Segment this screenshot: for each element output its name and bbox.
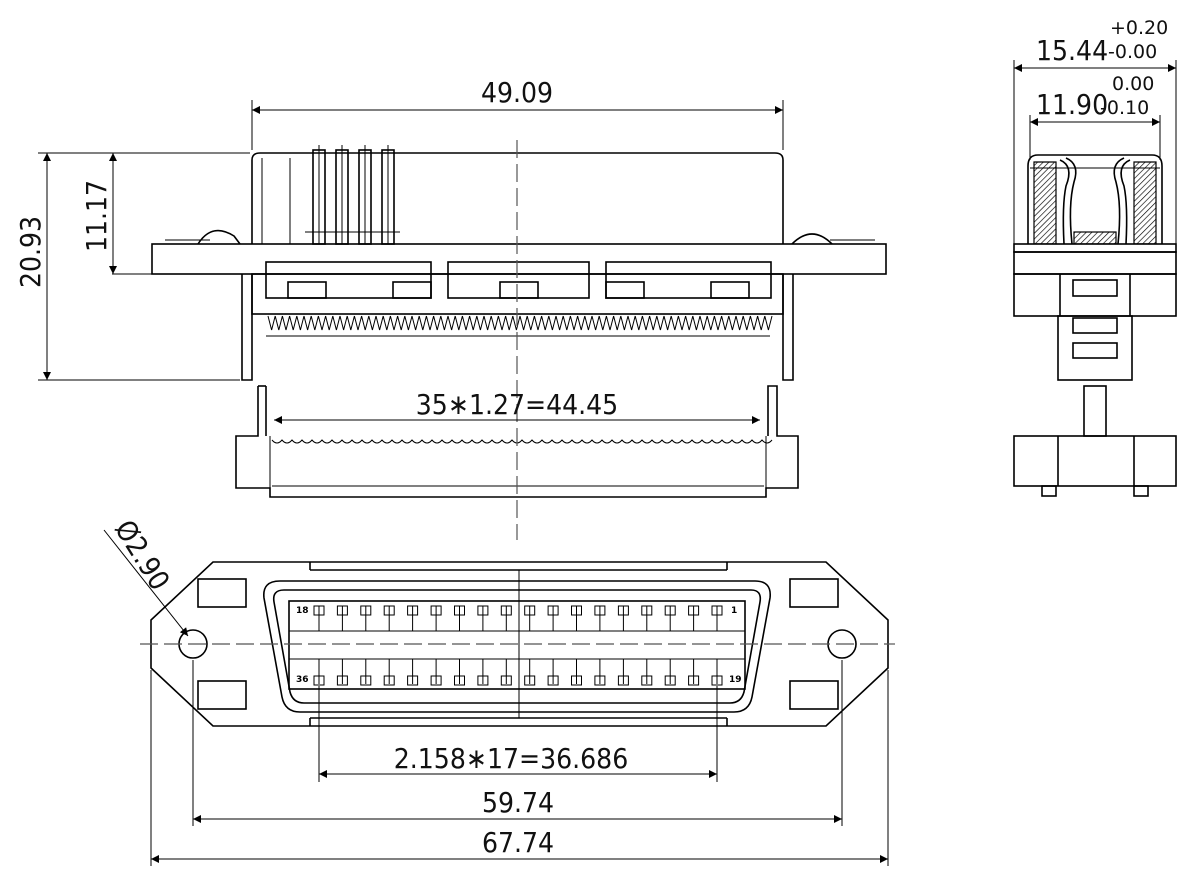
side-neck	[1083, 385, 1107, 437]
dim-hole-diameter: Ø2.90	[103, 514, 189, 637]
dim-label-hole: Ø2.90	[108, 514, 176, 596]
front-wavy-edge	[271, 439, 773, 444]
dim-11-17: 11.17	[80, 153, 152, 275]
pin-label-19: 19	[729, 675, 742, 685]
face-outer-flange	[150, 561, 889, 727]
front-right-bump	[791, 233, 833, 245]
dim-tol-15-44-minus: -0.00	[1108, 41, 1157, 63]
front-view	[151, 140, 887, 540]
front-receptacle	[235, 385, 799, 498]
dim-label-11-17: 11.17	[80, 180, 113, 252]
dim-label-11-90: 11.90	[1036, 88, 1108, 121]
dim-label-44-45: 35∗1.27=44.45	[416, 388, 618, 421]
dim-tol-15-44-plus: +0.20	[1110, 17, 1168, 39]
pin-label-36: 36	[296, 675, 309, 685]
dim-59-74: 59.74	[192, 660, 843, 826]
front-left-bump	[197, 229, 241, 245]
dim-label-49-09: 49.09	[481, 76, 553, 109]
front-top-pins	[305, 145, 400, 245]
side-view	[1013, 154, 1177, 497]
dim-label-20-93: 20.93	[14, 216, 47, 288]
contact-insert	[288, 600, 746, 690]
dim-44-45: 35∗1.27=44.45	[274, 388, 760, 424]
dim-label-59-74: 59.74	[482, 786, 554, 819]
side-upper-housing	[1027, 154, 1163, 244]
contacts	[289, 605, 745, 686]
front-slot-right	[605, 261, 772, 299]
dim-15-44: 15.44 +0.20 -0.00	[1013, 17, 1177, 244]
dim-36-686: 2.158∗17=36.686	[318, 686, 718, 782]
pin-label-18: 18	[296, 606, 309, 616]
dim-tol-11-90-minus: -0.10	[1100, 97, 1149, 119]
dim-label-36-686: 2.158∗17=36.686	[394, 742, 628, 775]
pin-label-1: 1	[731, 606, 737, 616]
side-flange-top	[1013, 243, 1177, 253]
dim-label-15-44: 15.44	[1036, 34, 1108, 67]
dim-tol-11-90-plus: 0.00	[1112, 73, 1154, 95]
front-teeth	[267, 315, 773, 331]
side-stem	[1057, 315, 1133, 381]
dim-label-67-74: 67.74	[482, 826, 554, 859]
side-base	[1013, 435, 1177, 487]
front-slot-mid	[447, 261, 590, 299]
front-slot-left	[265, 261, 432, 299]
dim-49-09: 49.09	[251, 76, 784, 150]
dim-20-93: 20.93	[14, 152, 250, 381]
d-shell-inner	[272, 589, 762, 704]
front-flange	[151, 243, 887, 275]
face-view: 18 1 36 19	[140, 561, 895, 727]
dim-11-90: 11.90 0.00 -0.10	[1029, 73, 1161, 160]
dim-67-74: 67.74	[150, 670, 889, 866]
side-flange	[1013, 251, 1177, 275]
d-shell-outer	[263, 580, 772, 713]
